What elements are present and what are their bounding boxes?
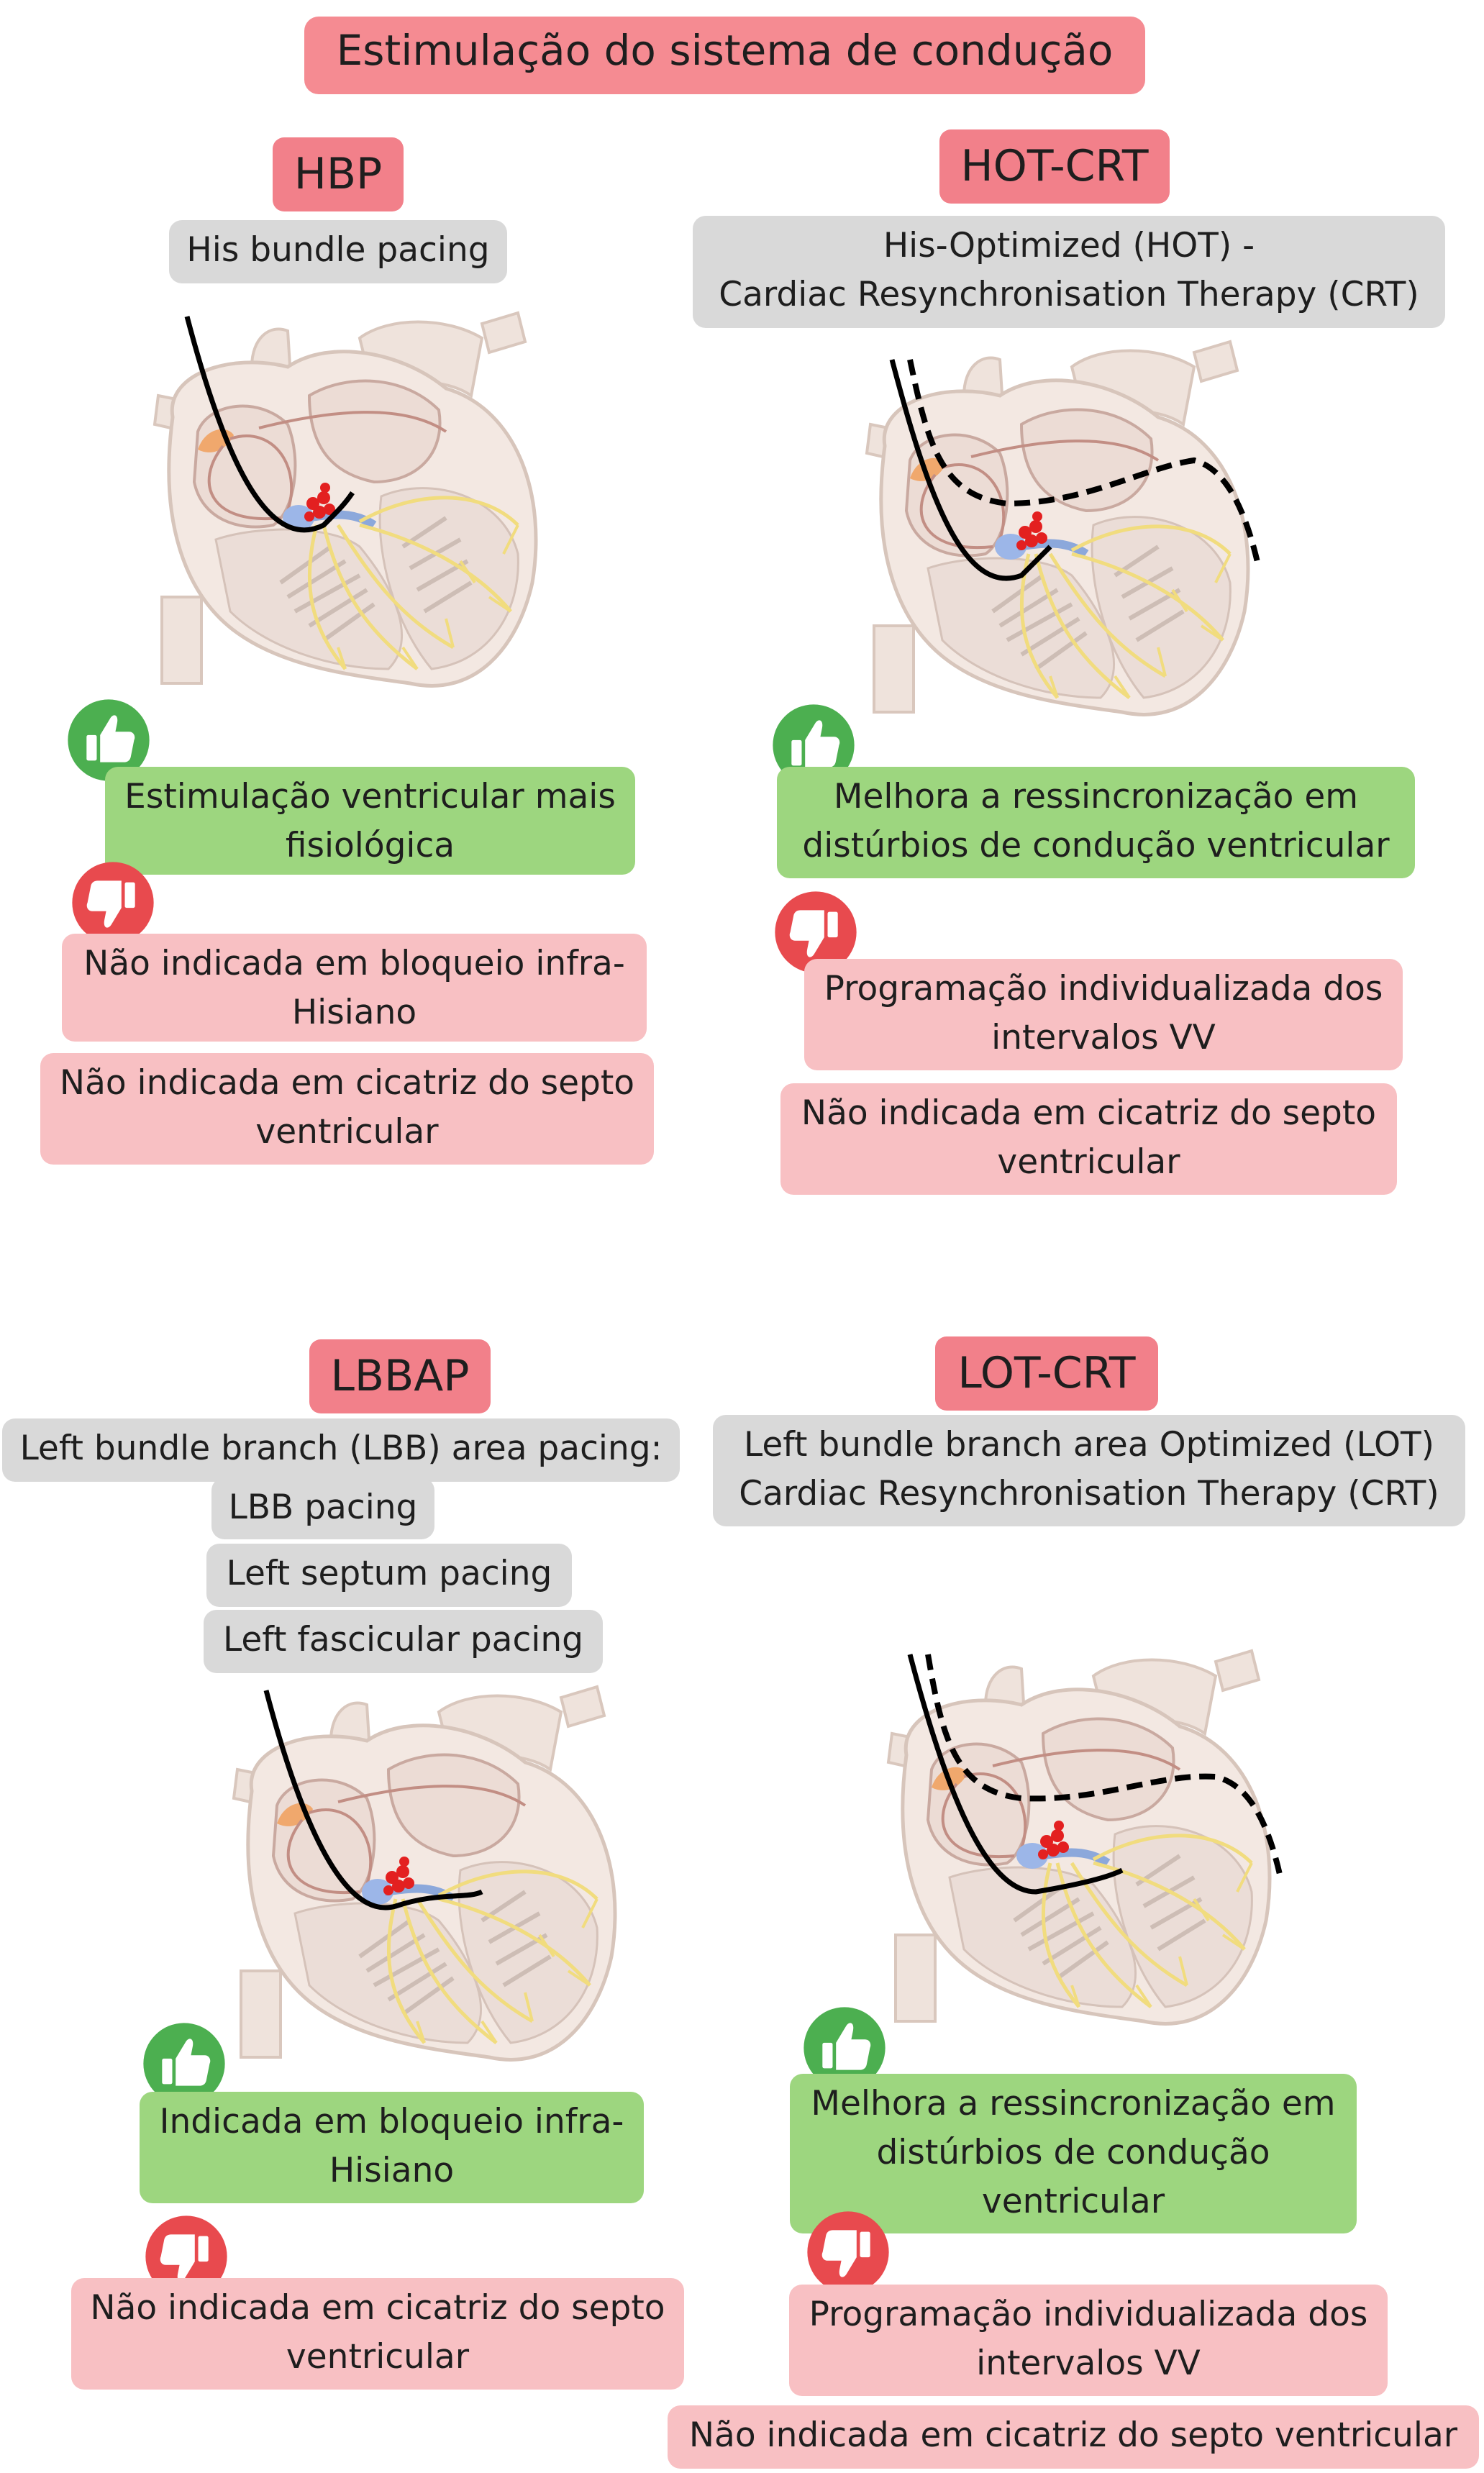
tag-hotcrt: HOT-CRT xyxy=(939,129,1170,204)
heart-illustration-lbbap xyxy=(216,1683,633,2072)
thumbs-down-icon xyxy=(806,2210,891,2297)
pro-lbbap-1: Indicada em bloqueio infra- Hisiano xyxy=(140,2092,644,2203)
coronary-sinus-lead xyxy=(907,359,1262,569)
tag-lotcrt: LOT-CRT xyxy=(935,1336,1158,1411)
subtitle-hbp: His bundle pacing xyxy=(169,220,507,283)
subitem-lbb-pacing: LBB pacing xyxy=(211,1477,434,1539)
pacing-lead xyxy=(263,1690,483,1910)
thumbs-down-icon xyxy=(144,2214,229,2302)
con-hotcrt-1: Programação individualizada dos interval… xyxy=(804,959,1403,1070)
tag-hbp: HBP xyxy=(273,137,404,211)
subitem-left-septum-pacing: Left septum pacing xyxy=(206,1544,572,1607)
con-hbp-2: Não indicada em cicatriz do septo ventri… xyxy=(40,1053,654,1165)
subtitle-lbbap: Left bundle branch (LBB) area pacing: xyxy=(2,1418,680,1482)
thumbs-down-icon xyxy=(773,890,858,978)
thumbs-up-icon xyxy=(771,703,856,791)
con-hotcrt-2: Não indicada em cicatriz do septo ventri… xyxy=(780,1083,1397,1195)
pro-hotcrt-1: Melhora a ressincronização em distúrbios… xyxy=(777,767,1415,878)
thumbs-up-icon xyxy=(802,2005,887,2093)
page-title: Estimulação do sistema de condução xyxy=(304,17,1145,94)
pacing-lead xyxy=(889,359,1052,581)
subtitle-lotcrt: Left bundle branch area Optimized (LOT) … xyxy=(713,1415,1465,1526)
tag-lbbap: LBBAP xyxy=(309,1339,491,1413)
con-hbp-1: Não indicada em bloqueio infra- Hisiano xyxy=(62,934,647,1042)
thumbs-up-icon xyxy=(142,2021,227,2109)
subitem-left-fascicular-pacing: Left fascicular pacing xyxy=(204,1610,603,1673)
con-lotcrt-1: Programação individualizada dos interval… xyxy=(789,2285,1388,2396)
pacing-lead xyxy=(184,316,355,533)
thumbs-down-icon xyxy=(70,860,155,948)
heart-illustration-lotcrt xyxy=(870,1647,1283,2036)
con-lotcrt-2: Não indicada em cicatriz do septo ventri… xyxy=(668,2405,1479,2469)
pro-lotcrt-1: Melhora a ressincronização em distúrbios… xyxy=(790,2074,1357,2233)
pacing-lead xyxy=(907,1654,1124,1895)
heart-illustration-hotcrt xyxy=(849,338,1262,727)
thumbs-up-icon xyxy=(66,698,151,785)
heart-illustration-hbp xyxy=(137,309,554,698)
coronary-sinus-lead xyxy=(925,1654,1283,1878)
subtitle-hotcrt: His-Optimized (HOT) - Cardiac Resynchron… xyxy=(693,216,1445,328)
pro-hbp-1: Estimulação ventricular mais fisiológica xyxy=(105,767,635,875)
con-lbbap-1: Não indicada em cicatriz do septo ventri… xyxy=(71,2278,684,2390)
